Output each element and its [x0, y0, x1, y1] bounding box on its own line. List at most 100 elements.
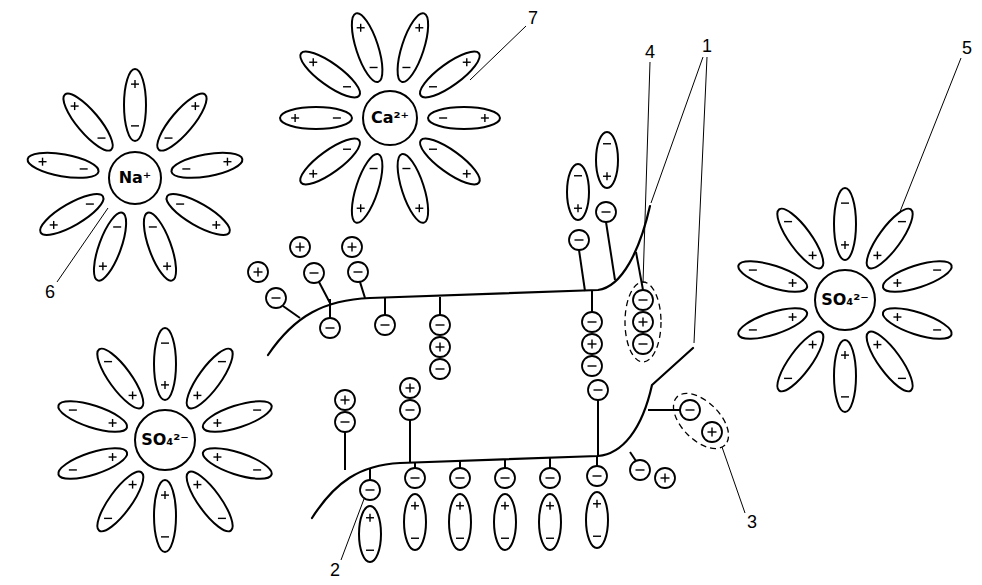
charge-sign — [80, 168, 88, 169]
charge-sign — [104, 361, 112, 362]
charge-sign — [792, 279, 793, 287]
charge-sign — [216, 221, 217, 229]
charge-sign — [370, 67, 378, 68]
water-dipole — [90, 466, 150, 537]
charge-group — [400, 400, 420, 420]
charge-sign — [69, 409, 77, 410]
ion-label: SO₄²⁻ — [821, 292, 869, 308]
charge-sign — [411, 538, 419, 539]
water-dipole — [586, 492, 608, 548]
charge-sign — [898, 378, 906, 379]
bond-stem — [596, 456, 598, 466]
charge-sign — [456, 477, 465, 478]
charge-group — [655, 468, 675, 488]
charge-group — [375, 315, 395, 335]
water-dipole — [200, 395, 275, 438]
charge-sign — [784, 378, 792, 379]
water-dipole — [87, 209, 132, 284]
water-dipole — [860, 203, 920, 274]
charge-sign — [299, 243, 300, 252]
charge-group — [702, 422, 722, 442]
charge-sign — [419, 24, 420, 32]
charge-sign — [351, 243, 352, 252]
water-dipole — [735, 302, 810, 345]
charge-group — [582, 356, 602, 376]
charge-sign — [411, 477, 420, 478]
charge-group — [680, 400, 700, 420]
charge-sign — [253, 409, 261, 410]
water-dipole — [428, 107, 500, 129]
charge-sign — [218, 518, 226, 519]
charge-sign — [898, 221, 906, 222]
charge-sign — [575, 239, 584, 240]
bond-stem — [344, 432, 346, 470]
charge-sign — [313, 58, 314, 66]
dashed-group — [664, 384, 739, 459]
water-dipole — [35, 187, 108, 242]
water-dipole — [834, 340, 856, 412]
water-dipole — [170, 148, 245, 182]
charge-sign — [577, 204, 578, 212]
bond-stem — [648, 409, 680, 411]
water-dipole — [154, 480, 176, 552]
charge-sign — [113, 226, 121, 227]
charge-sign — [112, 453, 113, 461]
charge-sign — [272, 297, 281, 298]
bond-stem — [319, 282, 330, 303]
leader-line — [694, 57, 707, 343]
charge-sign — [217, 453, 218, 461]
water-dipole — [596, 132, 618, 188]
water-dipole — [90, 343, 150, 414]
charge-sign — [131, 125, 139, 126]
charge-sign — [366, 550, 374, 551]
charge-sign — [792, 313, 793, 321]
ion-circle: SO₄²⁻ — [814, 269, 876, 331]
charges-and-dipoles — [26, 10, 955, 562]
charge-group — [430, 337, 450, 357]
charge-sign — [749, 269, 757, 270]
bond-stem — [549, 458, 551, 468]
ion-circle: Ca²⁺ — [362, 90, 418, 146]
bond-stem — [597, 400, 599, 456]
charge-sign — [360, 204, 361, 212]
charge-sign — [429, 86, 437, 87]
leader-line — [722, 447, 745, 513]
bond-stem — [630, 452, 636, 461]
charge-group — [582, 334, 602, 354]
charge-sign — [414, 502, 415, 510]
ion-label: Na⁺ — [119, 170, 152, 186]
charge-sign — [161, 342, 169, 343]
charge-sign — [409, 384, 410, 393]
charge-sign — [97, 137, 105, 138]
water-dipole — [770, 203, 830, 274]
charge-sign — [933, 329, 941, 330]
charge-sign — [588, 365, 597, 366]
water-dipole — [55, 442, 130, 485]
charge-sign — [812, 341, 813, 349]
charge-sign — [381, 324, 390, 325]
charge-sign — [749, 329, 757, 330]
charge-sign — [639, 299, 648, 300]
bond-stem — [360, 282, 365, 298]
charge-sign — [642, 318, 643, 327]
charge-sign — [166, 262, 167, 270]
charge-sign — [574, 175, 582, 176]
charge-group — [633, 312, 653, 332]
charge-group — [430, 315, 450, 335]
water-dipole — [449, 494, 471, 550]
charge-sign — [844, 351, 845, 359]
leader-lines — [57, 26, 961, 560]
charge-sign — [844, 241, 845, 249]
water-dipole — [404, 494, 426, 550]
charge-group — [335, 412, 355, 432]
charge-sign — [182, 168, 190, 169]
charge-sign — [591, 340, 592, 349]
charge-sign — [69, 469, 77, 470]
water-dipole — [200, 442, 275, 485]
charge-sign — [436, 324, 445, 325]
charge-sign — [588, 321, 597, 322]
charge-group — [582, 312, 602, 332]
charge-sign — [664, 474, 665, 483]
water-dipole — [770, 326, 830, 397]
water-dipole — [180, 343, 240, 414]
